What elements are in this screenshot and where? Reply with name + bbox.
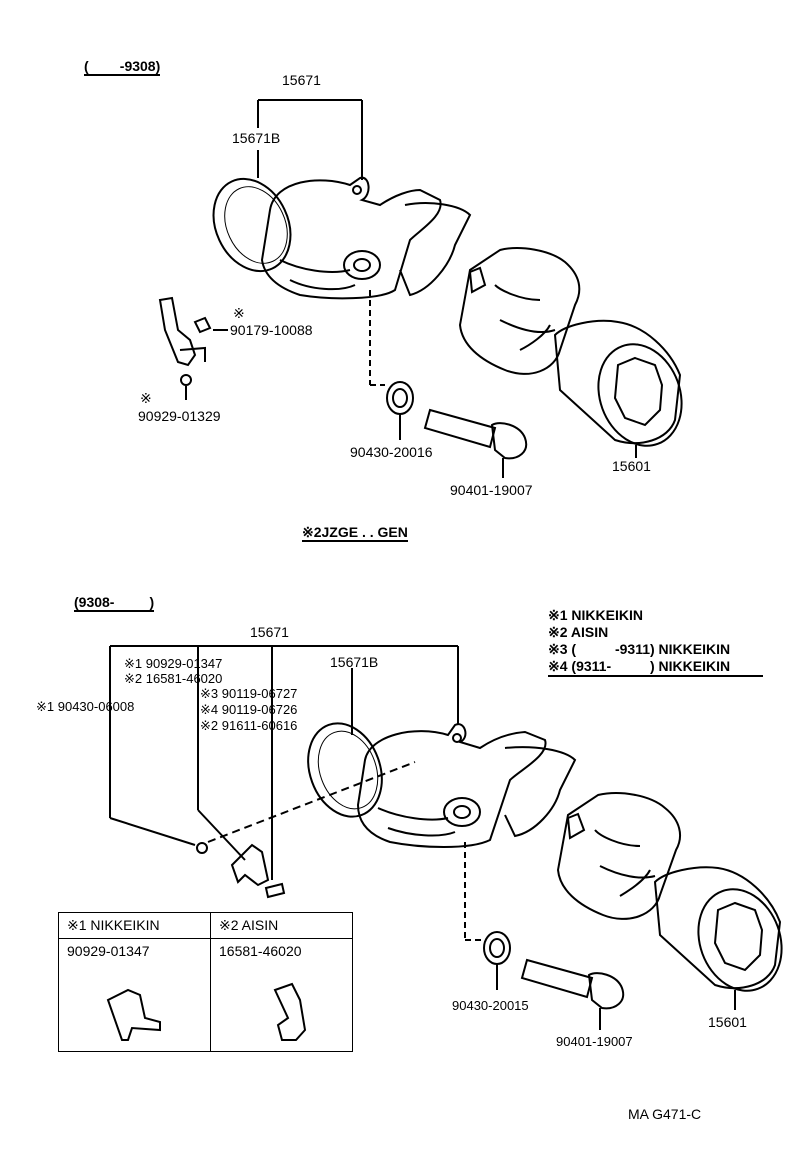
bottom-bolt-small [264,882,286,899]
bottom-gasket-15671B [307,722,383,818]
note-1: ※1 NIKKEIKIN [548,607,643,623]
bottom-part-k3-90119-06727: ※3 90119-06727 [200,686,298,701]
bottom-oil-filter-15601 [653,866,783,992]
bottom-part-90430-20015: 90430-20015 [452,998,529,1013]
bottom-part-k1-90929-01347: ※1 90929-01347 [124,656,223,671]
top-bracket-part [158,296,212,386]
top-oil-pump-housing [458,247,581,375]
diagram-code: MA G471-C [628,1106,702,1122]
top-oil-filter-15601 [553,319,683,447]
bottom-part-k2-16581-46020: ※2 16581-46020 [124,671,223,686]
table-header-aisin: ※2 AISIN [210,912,353,939]
top-washer [386,381,414,415]
top-part-90179-10088: 90179-10088 [230,322,313,338]
bottom-oil-pump-body [356,723,577,848]
top-gasket-15671B [212,177,292,273]
bottom-part-90401-19007: 90401-19007 [556,1034,633,1049]
top-part-15671B: 15671B [232,130,281,146]
top-range-label: ( -9308) [84,58,161,76]
bottom-oil-pump-housing [556,792,681,920]
top-note-mark-2: ※ [140,390,152,406]
top-part-90401-19007: 90401-19007 [450,482,533,498]
note-3: ※3 ( -9311) NIKKEIKIN [548,641,731,657]
table-part-aisin: 16581-46020 [210,938,353,1052]
top-union-bolt [423,408,528,460]
variant-notes: ※1 NIKKEIKIN ※2 AISIN ※3 ( -9311) NIKKEI… [548,607,763,677]
engine-note: ※2JZGE . . GEN [302,524,408,542]
top-part-90430-20016: 90430-20016 [350,444,433,460]
top-part-15671: 15671 [282,72,321,88]
table-header-nikkeikin: ※1 NIKKEIKIN [58,912,211,939]
bottom-part-15601: 15601 [708,1014,747,1030]
bottom-part-15671B: 15671B [330,654,379,670]
top-note-mark: ※ [233,305,245,321]
bottom-bracket-15671 [109,645,459,880]
note-2: ※2 AISIN [548,624,609,640]
bottom-union-bolt [520,958,625,1010]
bottom-part-k2-91611-60616: ※2 91611-60616 [200,718,298,733]
top-bracket-15671 [257,99,363,180]
bottom-washer [483,931,511,965]
top-part-90929-01329: 90929-01329 [138,408,221,424]
bottom-part-k1-90430-06008: ※1 90430-06008 [36,699,135,714]
top-part-15601: 15601 [612,458,651,474]
bottom-bracket-part [230,843,270,887]
table-part-row: 90929-01347 16581-46020 [58,938,353,1052]
table-header-row: ※1 NIKKEIKIN ※2 AISIN [58,912,353,939]
bottom-part-15671: 15671 [250,624,289,640]
bottom-part-k4-90119-06726: ※4 90119-06726 [200,702,298,717]
note-4: ※4 (9311- ) NIKKEIKIN [548,658,731,674]
table-part-nikkeikin: 90929-01347 [58,938,211,1052]
variant-table: ※1 NIKKEIKIN ※2 AISIN 90929-01347 16581-… [58,912,353,1052]
top-oil-pump-body [260,176,472,300]
bottom-washer-small [196,842,208,854]
bottom-range-label: (9308- ) [74,594,155,612]
